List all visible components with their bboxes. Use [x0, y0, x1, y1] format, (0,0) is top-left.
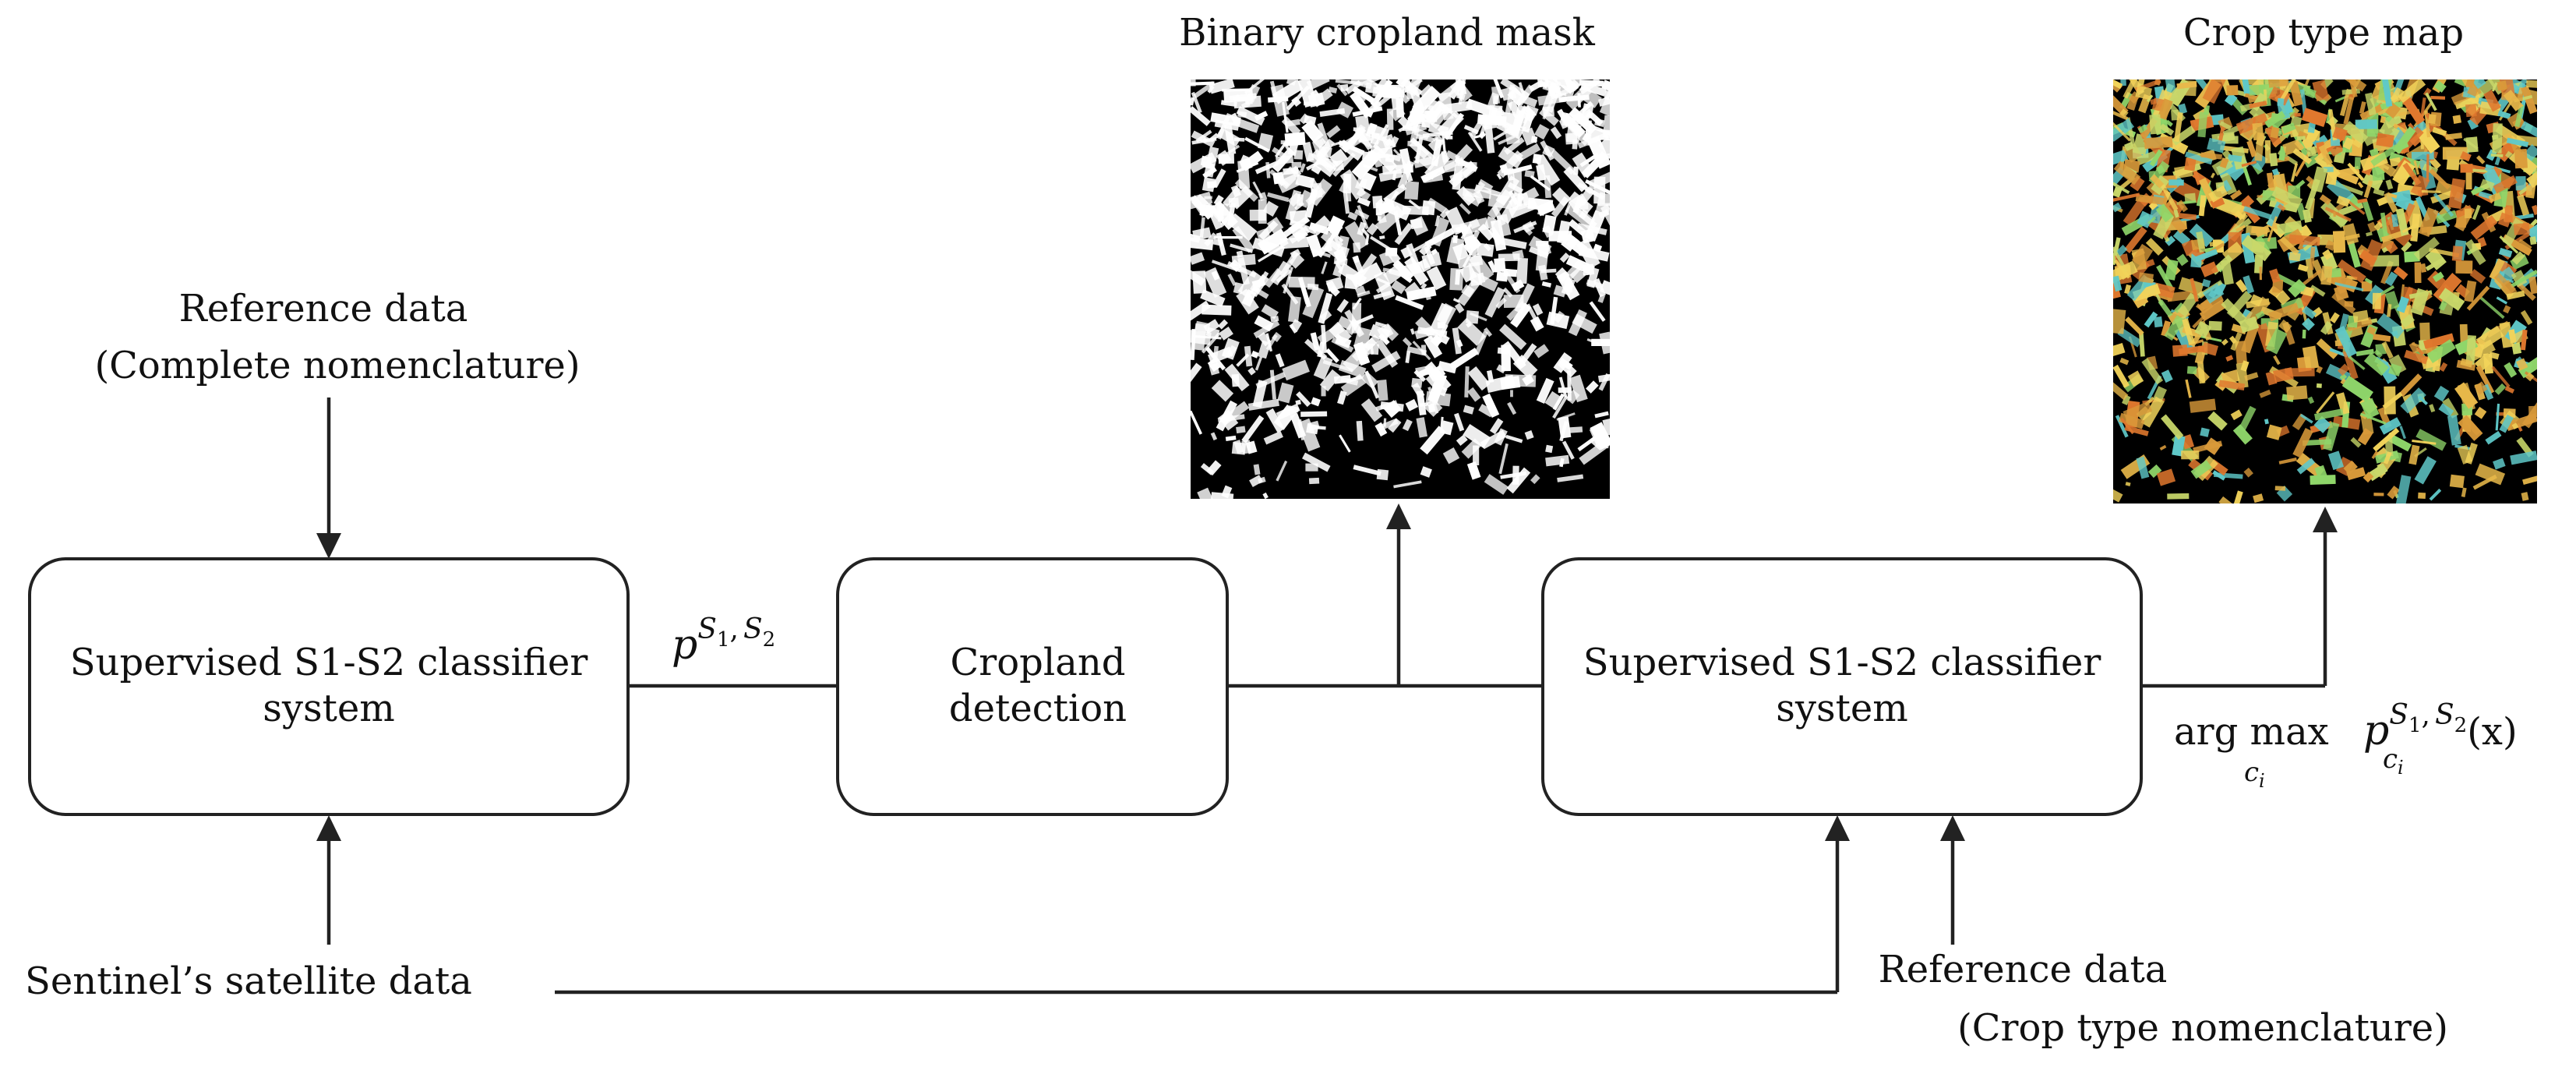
classifier-box-1-line1: Supervised S1-S2 classifier — [70, 641, 588, 684]
connectors — [326, 397, 2327, 995]
reference-data-complete-label: Reference data — [179, 287, 468, 330]
sentinel-data-label: Sentinel’s satellite data — [25, 959, 472, 1003]
probability-label: pS1,S2 — [672, 613, 775, 669]
argmax-probability: pS1,S2(x) — [2363, 699, 2518, 754]
cropland-detection-line2: detection — [949, 687, 1127, 730]
cropland-detection-box: Cropland detection — [836, 557, 1229, 816]
croptype-title: Crop type map — [2183, 11, 2464, 55]
arrow-sentinel-into-classifier-2 — [1825, 815, 1850, 841]
arrowheads — [316, 503, 2338, 841]
classifier-box-2-line1: Supervised S1-S2 classifier — [1583, 641, 2101, 684]
argmax-expression: arg max ci pS1,S2(x) ci — [2174, 699, 2518, 792]
arrow-to-binary-mask — [1386, 503, 1411, 529]
reference-data-croptype-label: Reference data — [1879, 948, 2168, 991]
cropland-detection-line1: Cropland — [951, 641, 1126, 684]
classifier-box-1-line2: system — [263, 687, 395, 730]
arrow-into-classifier-1-top — [316, 533, 341, 559]
reference-data-croptype-sublabel: (Crop type nomenclature) — [1957, 1006, 2448, 1050]
crop-type-map-image — [2113, 79, 2537, 503]
classifier-box-2-line2: system — [1776, 687, 1908, 730]
arrow-into-classifier-1-bottom — [316, 815, 341, 841]
binary-cropland-mask-image — [1191, 79, 1610, 499]
classifier-box-1: Supervised S1-S2 classifier system — [28, 557, 630, 816]
arrow-reference-into-classifier-2 — [1940, 815, 1965, 841]
mask-title: Binary cropland mask — [1179, 11, 1596, 55]
classifier-box-2: Supervised S1-S2 classifier system — [1541, 557, 2143, 816]
argmax-operator: arg max — [2174, 710, 2329, 754]
arrow-to-crop-type-map — [2313, 507, 2338, 532]
argmax-under: ci — [2244, 757, 2265, 792]
argmax-probability-sub: ci — [2383, 744, 2404, 779]
reference-data-complete-sublabel: (Complete nomenclature) — [94, 344, 580, 387]
